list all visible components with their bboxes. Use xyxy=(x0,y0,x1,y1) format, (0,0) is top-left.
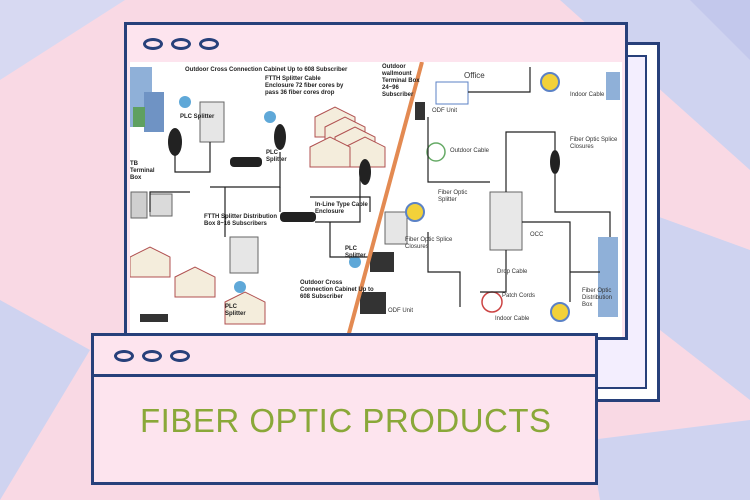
diagram-label: Indoor Cable xyxy=(570,92,605,98)
front-window: FIBER OPTIC PRODUCTS xyxy=(91,333,598,485)
window-dot[interactable] xyxy=(143,38,163,50)
diagram-label: PLC Splitter xyxy=(180,114,215,120)
diagram-label: Drop Cable xyxy=(497,269,528,275)
diagram-label: ODF Unit xyxy=(388,308,414,314)
diagram-label: PLC Splitter xyxy=(266,150,287,163)
diagram-label: Patch Cords xyxy=(502,293,536,299)
diagram-label: TB Terminal Box xyxy=(130,161,155,181)
window-dot[interactable] xyxy=(114,350,134,362)
diagram-label: PLC Splitter xyxy=(225,304,246,317)
diagram-label: In-Line Type Cable Enclosure xyxy=(315,202,368,215)
diagram-label: Outdoor Cross Connection Cabinet Up to 6… xyxy=(185,67,348,73)
window-controls xyxy=(114,350,190,362)
diagram-label: Outdoor Cable xyxy=(450,148,490,154)
page-title: FIBER OPTIC PRODUCTS xyxy=(140,402,552,439)
diagram-label: Office xyxy=(464,71,485,80)
diagram-label: Fiber Optic Splice Closures xyxy=(405,237,453,250)
window-dot[interactable] xyxy=(170,350,190,362)
diagram-label: FTTH Splitter Cable Enclosure 72 fiber c… xyxy=(265,76,344,96)
window-dot[interactable] xyxy=(142,350,162,362)
diagram-label: Fiber Optic Distribution Box xyxy=(582,288,613,308)
network-diagram: Outdoor Cross Connection Cabinet Up to 6… xyxy=(130,62,622,337)
diagram-label: FTTH Splitter Distribution Box 8~16 Subs… xyxy=(204,214,277,227)
diagram-label: OCC xyxy=(530,232,544,238)
diagram-graphics xyxy=(130,62,620,337)
diagram-label: Indoor Cable xyxy=(495,316,530,322)
diagram-label: Outdoor Cross Connection Cabinet Up to 6… xyxy=(300,280,374,300)
diagram-label: PLC Splitter xyxy=(345,246,366,259)
diagram-label: Fiber Optic Splitter xyxy=(438,190,468,203)
diagram-label: Outdoor wallmount Terminal Box 24~96 Sub… xyxy=(382,64,420,98)
window-controls xyxy=(143,38,219,50)
front-window-body xyxy=(94,374,595,482)
front-window-titlebar xyxy=(94,336,595,374)
window-dot[interactable] xyxy=(171,38,191,50)
diagram-label: Fiber Optic Splice Closures xyxy=(570,137,618,150)
window-dot[interactable] xyxy=(199,38,219,50)
diagram-label: ODF Unit xyxy=(432,108,458,114)
main-window: Outdoor Cross Connection Cabinet Up to 6… xyxy=(124,22,628,340)
